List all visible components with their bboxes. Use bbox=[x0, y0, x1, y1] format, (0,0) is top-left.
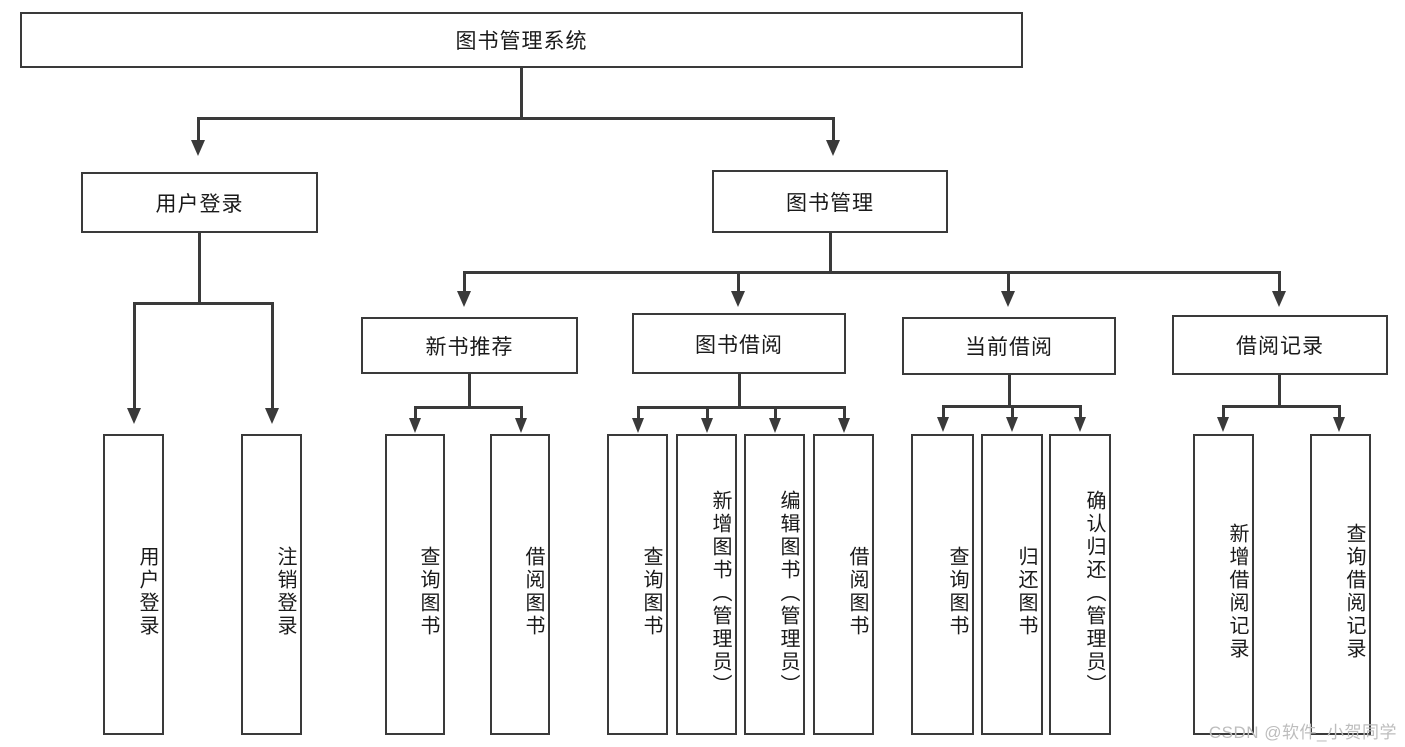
leaf-borrow-book[interactable]: 借阅图书 bbox=[813, 434, 874, 735]
leaf-query-book-current[interactable]: 查询图书 bbox=[911, 434, 974, 735]
connector-new-book-drop-1 bbox=[414, 406, 417, 420]
node-label: 当前借阅 bbox=[965, 336, 1053, 359]
connector-root-stem bbox=[520, 68, 523, 118]
connector-bb-drop-4 bbox=[843, 406, 846, 420]
node-label: 编辑图书（管理员） bbox=[777, 490, 799, 697]
connector-new-book-stem bbox=[468, 374, 471, 408]
node-label: 借阅图书 bbox=[522, 545, 544, 638]
leaf-add-borrow-record[interactable]: 新增借阅记录 bbox=[1193, 434, 1254, 735]
arrowhead-leaf-return-book bbox=[1006, 417, 1018, 432]
node-label: 图书管理系统 bbox=[455, 30, 588, 53]
connector-bb-drop-2 bbox=[706, 406, 709, 420]
connector-user-login-drop-1 bbox=[133, 302, 136, 410]
arrowhead-leaf-query-book-bb bbox=[632, 418, 644, 433]
arrowhead-new-book-recommend bbox=[457, 291, 471, 307]
node-book-management[interactable]: 图书管理 bbox=[712, 170, 948, 233]
leaf-edit-book-admin[interactable]: 编辑图书（管理员） bbox=[744, 434, 805, 735]
arrowhead-leaf-borrow-book-bb bbox=[838, 418, 850, 433]
connector-bm-drop-current-borrow bbox=[1007, 271, 1010, 293]
arrowhead-leaf-query-book-cb bbox=[937, 417, 949, 432]
node-borrow-record[interactable]: 借阅记录 bbox=[1172, 315, 1388, 375]
connector-user-login-drop-2 bbox=[271, 302, 274, 410]
node-root-book-management-system[interactable]: 图书管理系统 bbox=[20, 12, 1023, 68]
connector-bm-drop-borrow-record bbox=[1278, 271, 1281, 293]
node-label: 查询图书 bbox=[946, 545, 968, 638]
node-label: 查询图书 bbox=[640, 545, 662, 638]
leaf-borrow-book-new-recommend[interactable]: 借阅图书 bbox=[490, 434, 550, 735]
node-label: 归还图书 bbox=[1015, 545, 1037, 638]
leaf-add-book-admin[interactable]: 新增图书（管理员） bbox=[676, 434, 737, 735]
arrowhead-leaf-add-book bbox=[701, 418, 713, 433]
connector-bm-drop-new-book bbox=[463, 271, 466, 293]
arrowhead-book-borrow bbox=[731, 291, 745, 307]
arrowhead-leaf-add-record bbox=[1217, 417, 1229, 432]
node-label: 新增借阅记录 bbox=[1226, 522, 1248, 661]
connector-user-login-stem bbox=[198, 233, 201, 303]
connector-bb-drop-1 bbox=[637, 406, 640, 420]
arrowhead-leaf-query-record bbox=[1333, 417, 1345, 432]
arrowhead-leaf-confirm-return bbox=[1074, 417, 1086, 432]
node-label: 注销登录 bbox=[274, 545, 296, 638]
connector-br-drop-1 bbox=[1222, 405, 1225, 419]
leaf-logout[interactable]: 注销登录 bbox=[241, 434, 302, 735]
node-new-book-recommend[interactable]: 新书推荐 bbox=[361, 317, 578, 374]
connector-current-borrow-stem bbox=[1008, 375, 1011, 407]
connector-book-management-stem bbox=[829, 233, 832, 273]
connector-cb-drop-3 bbox=[1079, 405, 1082, 419]
arrowhead-leaf-borrow-book-nb bbox=[515, 418, 527, 433]
leaf-query-book-borrow[interactable]: 查询图书 bbox=[607, 434, 668, 735]
connector-book-management-bus bbox=[463, 271, 1280, 274]
connector-br-drop-2 bbox=[1338, 405, 1341, 419]
leaf-return-book[interactable]: 归还图书 bbox=[981, 434, 1043, 735]
connector-cb-drop-2 bbox=[1011, 405, 1014, 419]
connector-root-to-user-login bbox=[197, 117, 200, 143]
connector-root-to-book-management bbox=[832, 117, 835, 143]
connector-book-borrow-stem bbox=[738, 374, 741, 408]
node-label: 新书推荐 bbox=[425, 335, 514, 359]
node-label: 借阅图书 bbox=[846, 545, 868, 638]
connector-bb-drop-3 bbox=[774, 406, 777, 420]
node-label: 确认归还（管理员） bbox=[1083, 490, 1105, 697]
watermark-csdn: CSDN @软件_小贺同学 bbox=[1208, 723, 1397, 742]
connector-book-borrow-bus bbox=[637, 406, 845, 409]
connector-bm-drop-book-borrow bbox=[737, 271, 740, 293]
arrowhead-user-login bbox=[191, 140, 205, 156]
connector-new-book-drop-2 bbox=[520, 406, 523, 420]
connector-new-book-bus bbox=[414, 406, 522, 409]
connector-user-login-bus bbox=[133, 302, 273, 305]
leaf-confirm-return-admin[interactable]: 确认归还（管理员） bbox=[1049, 434, 1111, 735]
arrowhead-leaf-logout bbox=[265, 408, 279, 424]
node-current-borrow[interactable]: 当前借阅 bbox=[902, 317, 1116, 375]
node-label: 新增图书（管理员） bbox=[709, 490, 731, 697]
connector-borrow-record-stem bbox=[1278, 375, 1281, 407]
arrowhead-leaf-user-login bbox=[127, 408, 141, 424]
node-label: 借阅记录 bbox=[1236, 335, 1324, 358]
node-label: 用户登录 bbox=[136, 545, 158, 638]
node-label: 图书管理 bbox=[786, 191, 874, 215]
node-user-login[interactable]: 用户登录 bbox=[81, 172, 318, 233]
connector-root-bus bbox=[197, 117, 835, 120]
arrowhead-borrow-record bbox=[1272, 291, 1286, 307]
node-book-borrow[interactable]: 图书借阅 bbox=[632, 313, 846, 374]
leaf-user-login[interactable]: 用户登录 bbox=[103, 434, 164, 735]
arrowhead-current-borrow bbox=[1001, 291, 1015, 307]
leaf-query-book-new-recommend[interactable]: 查询图书 bbox=[385, 434, 445, 735]
arrowhead-leaf-edit-book bbox=[769, 418, 781, 433]
leaf-query-borrow-record[interactable]: 查询借阅记录 bbox=[1310, 434, 1371, 735]
node-label: 用户登录 bbox=[155, 192, 244, 216]
connector-borrow-record-bus bbox=[1222, 405, 1340, 408]
arrowhead-leaf-query-book-nb bbox=[409, 418, 421, 433]
arrowhead-book-management bbox=[826, 140, 840, 156]
node-label: 图书借阅 bbox=[695, 333, 783, 357]
node-label: 查询借阅记录 bbox=[1343, 522, 1365, 661]
connector-cb-drop-1 bbox=[942, 405, 945, 419]
node-label: 查询图书 bbox=[417, 545, 439, 638]
